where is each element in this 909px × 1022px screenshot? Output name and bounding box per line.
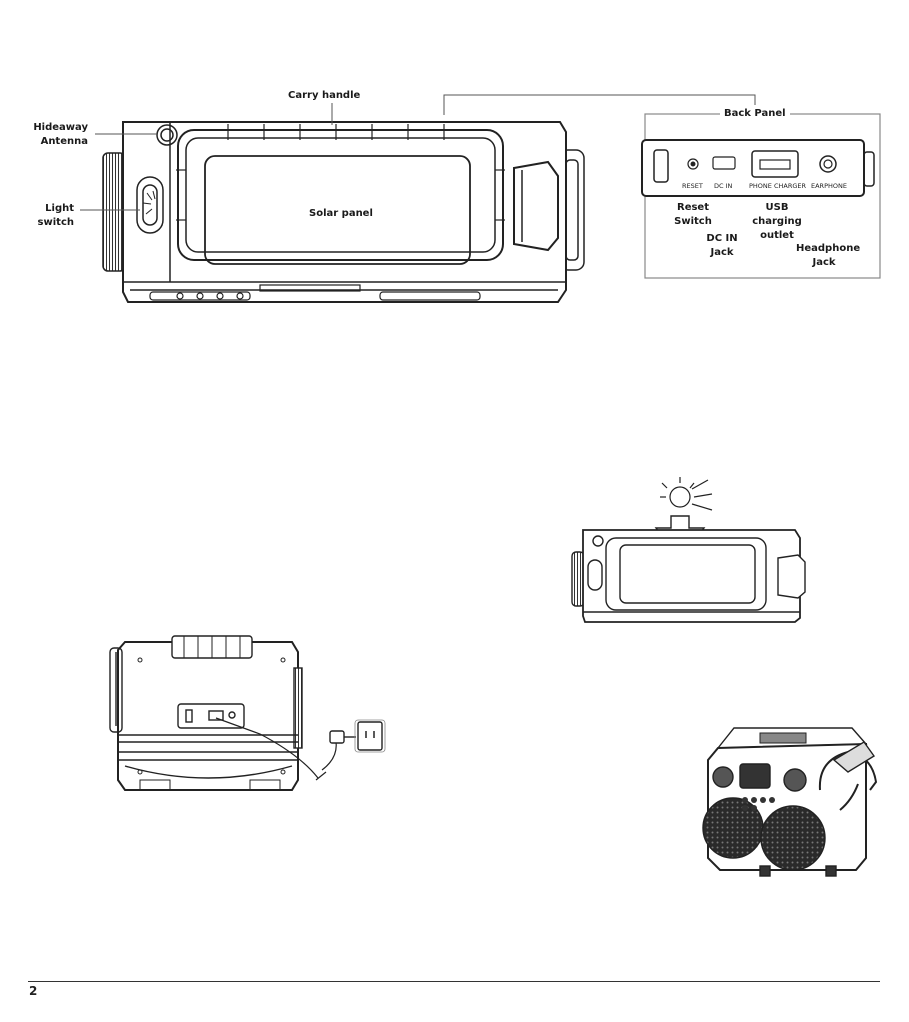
label-reset-switch: Reset Switch: [673, 202, 713, 228]
radio-back-view-charging: [110, 636, 385, 790]
footer-divider: [28, 981, 880, 982]
port-label-phone-charger: PHONE CHARGER: [749, 182, 806, 190]
label-solar-panel: Solar panel: [309, 208, 373, 220]
label-back-panel: Back Panel: [720, 108, 790, 120]
label-light-switch: Light switch: [18, 203, 74, 229]
page-number: 2: [29, 984, 37, 998]
sun-icon: [660, 477, 712, 510]
radio-hand-crank: [703, 728, 876, 876]
label-hideaway-antenna: Hideaway Antenna: [28, 122, 88, 148]
port-label-reset: RESET: [682, 182, 703, 190]
label-headphone-jack: Headphone Jack: [796, 243, 852, 269]
port-label-dc-in: DC IN: [714, 182, 732, 190]
radio-solar-charging: [572, 477, 805, 622]
port-label-earphone: EARPHONE: [811, 182, 847, 190]
label-usb-charging-outlet: USB charging outlet: [750, 202, 804, 242]
label-carry-handle: Carry handle: [288, 90, 360, 102]
label-dc-in-jack: DC IN Jack: [702, 233, 742, 259]
